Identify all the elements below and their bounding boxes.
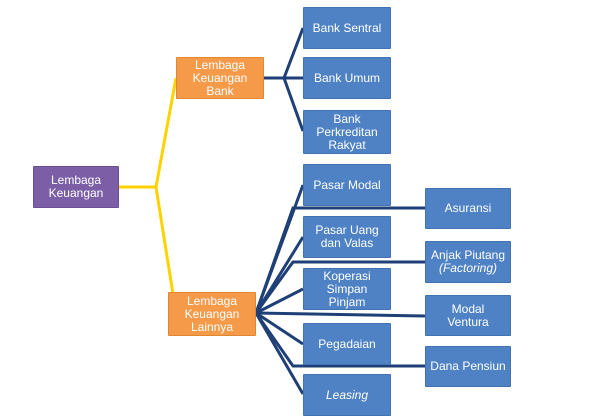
leaf-asuransi: Asuransi [425,188,511,229]
leaf-label: Pasar Modal [313,177,381,192]
category-nonbank-node: Lembaga Keuangan Lainnya [168,292,256,336]
leaf-bank-bpr: Bank Perkreditan Rakyat [303,110,391,154]
leaf-label: Dana Pensiun [430,359,506,373]
leaf-sublabel: (Factoring) [438,261,497,275]
leaf-bank-sentral: Bank Sentral [303,7,391,49]
connector-nb-anjak [254,260,425,314]
root-node: Lembaga Keuangan [33,166,119,208]
leaf-leasing: Leasing [303,374,391,416]
leaf-pasar-modal: Pasar Modal [303,164,391,206]
leaf-label: Pasar Uang dan Valas [315,223,379,250]
connector-nb-ventura [255,311,426,318]
leaf-label: Anjak Piutang [430,248,506,262]
connector-nb-pegadaian [255,311,304,346]
leaf-modal-ventura: Modal Ventura [425,295,511,336]
category-bank-node: Lembaga Keuangan Bank [176,57,264,99]
root-label: Lembaga Keuangan [48,173,104,200]
category-nonbank-label: Lembaga Keuangan Lainnya [184,293,240,334]
leaf-label: Bank Sentral [312,20,382,35]
category-bank-label: Lembaga Keuangan Bank [192,57,248,98]
leaf-label: Bank Perkreditan Rakyat [316,111,378,152]
connector-nb-pensiun [254,312,425,368]
leaf-label: Modal Ventura [447,301,489,329]
connector-root-nonbank [119,185,178,314]
leaf-dana-pensiun: Dana Pensiun [425,346,511,387]
leaf-pasar-uang: Pasar Uang dan Valas [303,216,391,258]
leaf-label: Asuransi [444,201,492,215]
connector-root-bank [119,77,178,189]
leaf-bank-umum: Bank Umum [303,57,391,99]
leaf-anjak-piutang: Anjak Piutang (Factoring) [425,241,511,283]
connector-nb-asuransi [254,206,425,314]
leaf-label: Pegadaian [318,336,376,351]
leaf-label: Koperasi Simpan Pinjam [323,268,371,309]
leaf-pegadaian: Pegadaian [303,323,391,365]
connector-nb-koperasi [255,287,304,315]
leaf-koperasi: Koperasi Simpan Pinjam [303,268,391,310]
leaf-label: Leasing [325,387,369,402]
connector-bank-sentral [264,27,305,80]
connector-bank-bpr [264,76,305,132]
leaf-label: Bank Umum [313,70,381,85]
